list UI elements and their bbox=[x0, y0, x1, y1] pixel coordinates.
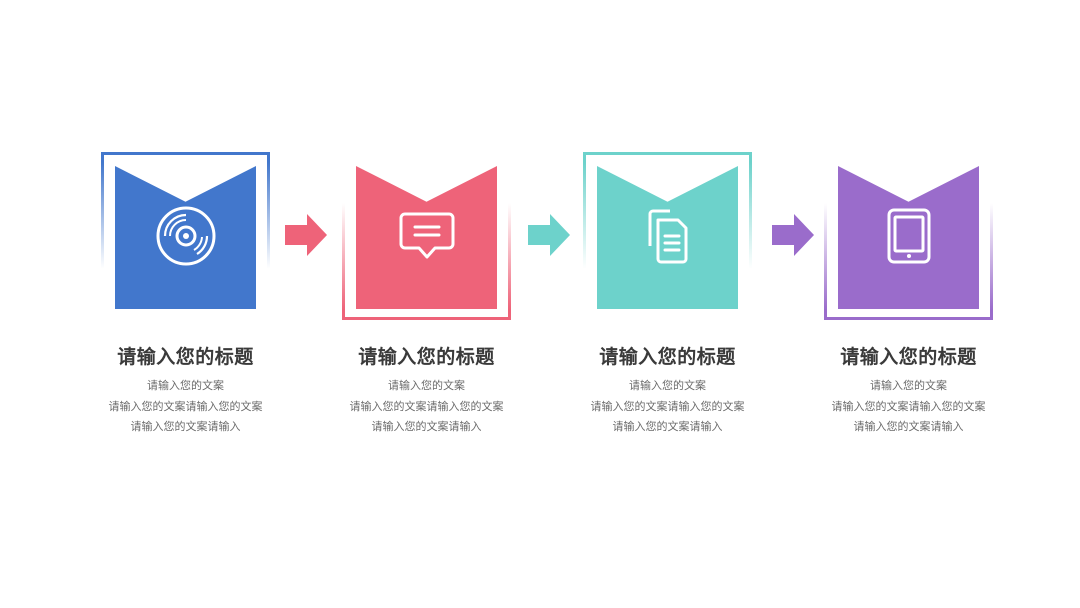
step-title: 请输入您的标题 bbox=[358, 346, 495, 368]
step-4: 请输入您的标题 请输入您的文案 请输入您的文案请输入您的文案 请输入您的文案请输… bbox=[824, 152, 993, 433]
description-line: 请输入您的文案请输入 bbox=[612, 420, 723, 433]
arrow-right-icon bbox=[528, 214, 570, 256]
step-3: 请输入您的标题 请输入您的文案 请输入您的文案请输入您的文案 请输入您的文案请输… bbox=[583, 152, 752, 433]
step-1: 请输入您的标题 请输入您的文案 请输入您的文案请输入您的文案 请输入您的文案请输… bbox=[101, 152, 270, 433]
description-line: 请输入您的文案 bbox=[629, 379, 706, 392]
step-description: 请输入您的文案 请输入您的文案请输入您的文案 请输入您的文案请输入 bbox=[784, 376, 1033, 438]
arrow-right-icon bbox=[285, 214, 327, 256]
step-title: 请输入您的标题 bbox=[840, 346, 977, 368]
step-description: 请输入您的文案 请输入您的文案请输入您的文案 请输入您的文案请输入 bbox=[302, 376, 551, 438]
step-description: 请输入您的文案 请输入您的文案请输入您的文案 请输入您的文案请输入 bbox=[61, 376, 310, 438]
description-line: 请输入您的文案 bbox=[147, 379, 224, 392]
description-line: 请输入您的文案请输入您的文案 bbox=[108, 399, 263, 413]
step-title: 请输入您的标题 bbox=[117, 346, 254, 368]
description-line: 请输入您的文案请输入 bbox=[130, 420, 241, 433]
disc-icon bbox=[154, 204, 218, 268]
step-title: 请输入您的标题 bbox=[599, 346, 736, 368]
step-frame bbox=[583, 152, 752, 320]
description-line: 请输入您的文案 bbox=[870, 379, 947, 392]
arrow-right-icon bbox=[772, 214, 814, 256]
tablet-icon bbox=[877, 204, 941, 268]
step-frame bbox=[342, 152, 511, 320]
chat-bubble-icon bbox=[395, 204, 459, 268]
description-line: 请输入您的文案请输入您的文案 bbox=[349, 399, 504, 413]
step-2: 请输入您的标题 请输入您的文案 请输入您的文案请输入您的文案 请输入您的文案请输… bbox=[342, 152, 511, 433]
documents-icon bbox=[636, 204, 700, 268]
step-frame bbox=[824, 152, 993, 320]
description-line: 请输入您的文案 bbox=[388, 379, 465, 392]
step-description: 请输入您的文案 请输入您的文案请输入您的文案 请输入您的文案请输入 bbox=[543, 376, 792, 438]
description-line: 请输入您的文案请输入您的文案 bbox=[831, 399, 986, 413]
description-line: 请输入您的文案请输入 bbox=[853, 420, 964, 433]
step-frame bbox=[101, 152, 270, 320]
description-line: 请输入您的文案请输入您的文案 bbox=[590, 399, 745, 413]
description-line: 请输入您的文案请输入 bbox=[371, 420, 482, 433]
